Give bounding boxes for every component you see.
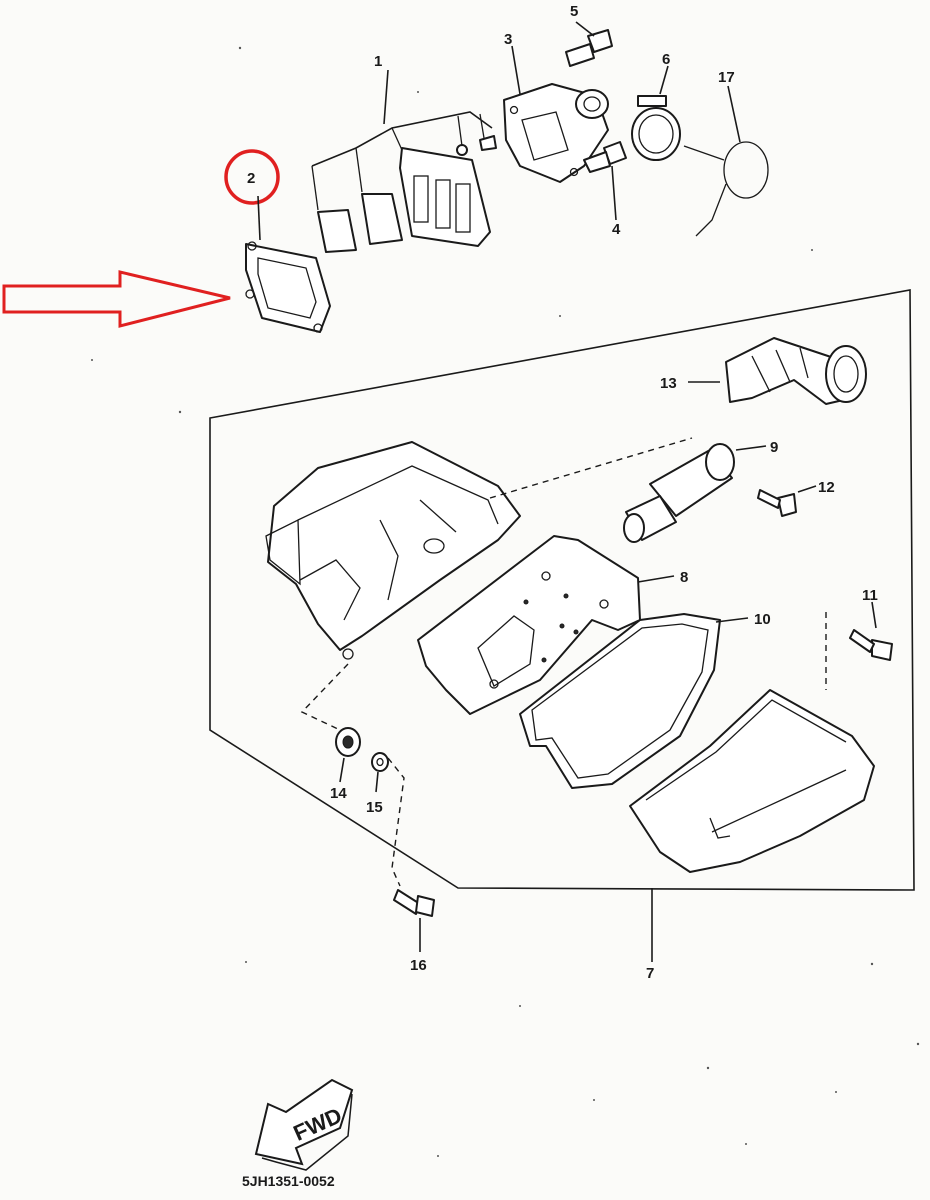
part-label-3: 3 bbox=[504, 31, 512, 48]
part-label-10: 10 bbox=[754, 611, 771, 628]
part-label-16: 16 bbox=[410, 957, 427, 974]
part-label-1: 1 bbox=[374, 53, 382, 70]
part-label-4: 4 bbox=[612, 221, 621, 238]
part-label-9: 9 bbox=[770, 439, 778, 456]
forward-direction-badge: FWD bbox=[254, 1078, 354, 1171]
elbow-part-13 bbox=[725, 337, 867, 405]
collar-part-15 bbox=[371, 752, 389, 772]
filter-cover bbox=[629, 689, 875, 873]
part-label-15: 15 bbox=[366, 799, 383, 816]
screw-part-12 bbox=[757, 489, 797, 517]
bolt-part-16 bbox=[393, 889, 435, 917]
part-label-11: 11 bbox=[862, 587, 878, 604]
part-label-6: 6 bbox=[662, 51, 670, 68]
scan-speckles bbox=[91, 46, 920, 1157]
filter-plate-part-8 bbox=[417, 535, 641, 715]
part-label-8: 8 bbox=[680, 569, 688, 586]
bolt-part-5 bbox=[565, 29, 613, 67]
part-label-7: 7 bbox=[646, 965, 654, 982]
filter-housing bbox=[265, 441, 521, 660]
part-label-17: 17 bbox=[718, 69, 735, 86]
part-label-5: 5 bbox=[570, 3, 578, 20]
highlight-circle bbox=[224, 149, 280, 205]
clamp-part-6 bbox=[631, 95, 681, 161]
grommet-part-14 bbox=[335, 727, 361, 757]
gasket-part-2 bbox=[245, 241, 331, 333]
assembly-frame-part-7 bbox=[209, 289, 915, 891]
highlight-arrow bbox=[2, 270, 231, 328]
manifold-part-3 bbox=[503, 83, 609, 183]
part-label-14: 14 bbox=[330, 785, 347, 802]
bolt-part-4 bbox=[583, 141, 627, 173]
screw-part-11 bbox=[849, 629, 893, 661]
drawing-code: 5JH1351-0052 bbox=[242, 1173, 335, 1189]
part-label-13: 13 bbox=[660, 375, 677, 392]
wire-clip-part-17 bbox=[683, 141, 769, 237]
filter-element-part-10 bbox=[519, 613, 721, 789]
reed-valve-part-1 bbox=[317, 135, 497, 253]
part-label-12: 12 bbox=[818, 479, 835, 496]
tube-part-9 bbox=[623, 443, 735, 543]
part-label-2: 2 bbox=[247, 170, 255, 187]
